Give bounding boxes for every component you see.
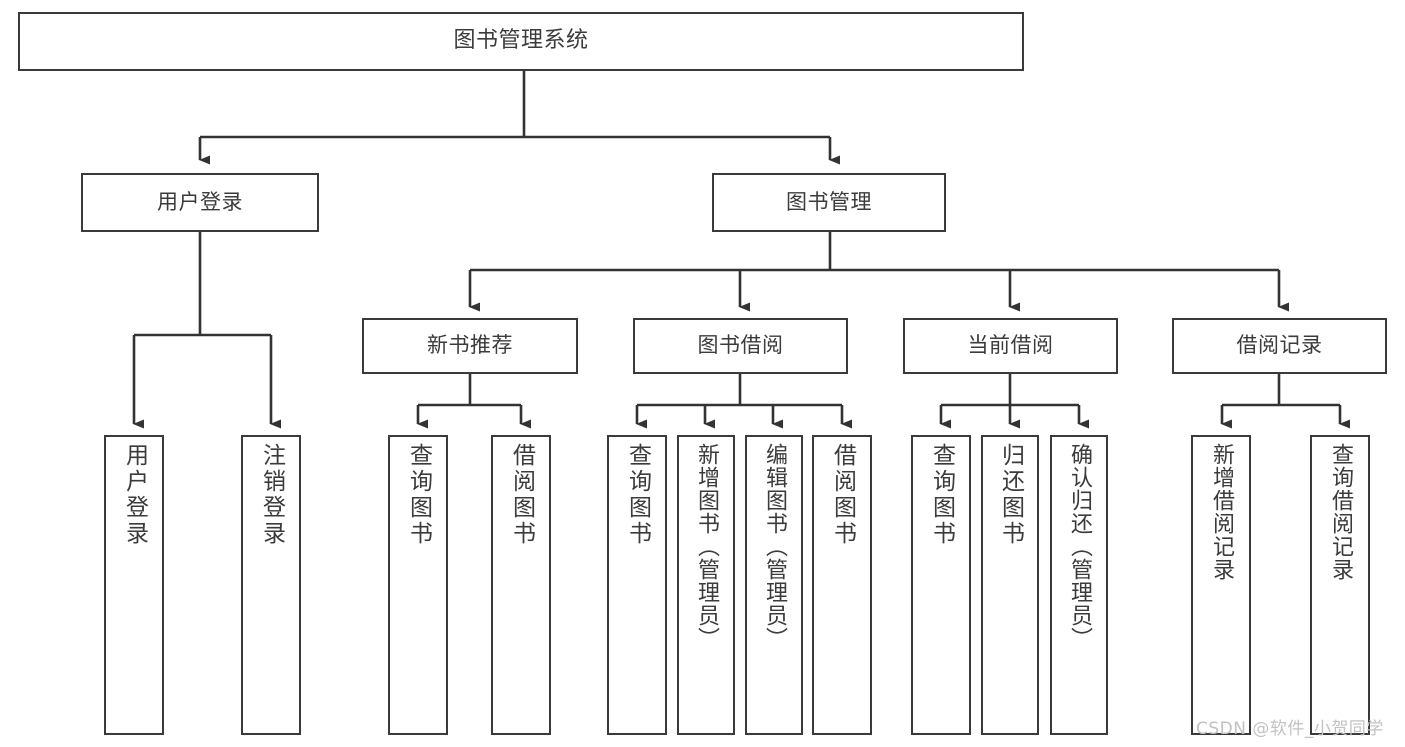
leaf-query-borrow-record[interactable]: 查询借阅记录 (1310, 435, 1370, 735)
node-root-system[interactable]: 图书管理系统 (18, 12, 1024, 71)
node-new-book-recommend[interactable]: 新书推荐 (362, 318, 578, 374)
leaf-query-book-current[interactable]: 查询图书 (911, 435, 971, 735)
node-label: 借阅图书 (508, 443, 535, 547)
leaf-return-book[interactable]: 归还图书 (981, 435, 1039, 735)
node-label: 确认归还（管理员） (1067, 443, 1092, 650)
node-borrow-record[interactable]: 借阅记录 (1172, 318, 1387, 374)
node-label: 编辑图书（管理员） (762, 443, 787, 650)
node-current-borrow[interactable]: 当前借阅 (903, 318, 1118, 374)
node-label: 查询借阅记录 (1328, 443, 1353, 581)
node-label: 新书推荐 (427, 333, 513, 358)
node-label: 当前借阅 (967, 333, 1054, 358)
node-label: 归还图书 (997, 443, 1024, 547)
node-label: 查询图书 (624, 443, 651, 547)
node-label: 新增图书（管理员） (694, 443, 719, 650)
node-user-login[interactable]: 用户登录 (81, 173, 319, 232)
leaf-query-book-recommend[interactable]: 查询图书 (388, 435, 448, 735)
leaf-edit-book-admin[interactable]: 编辑图书（管理员） (745, 435, 803, 735)
node-label: 新增借阅记录 (1209, 443, 1234, 581)
leaf-add-borrow-record[interactable]: 新增借阅记录 (1191, 435, 1251, 735)
leaf-query-book-borrow[interactable]: 查询图书 (607, 435, 667, 735)
node-label: 用户登录 (121, 443, 148, 547)
node-book-management[interactable]: 图书管理 (712, 173, 946, 232)
node-label: 图书管理 (786, 189, 872, 214)
node-label: 用户登录 (157, 189, 243, 214)
leaf-logout[interactable]: 注销登录 (241, 435, 301, 735)
leaf-borrow-book-recommend[interactable]: 借阅图书 (491, 435, 551, 735)
csdn-watermark: CSDN @软件_小贺同学 (1196, 719, 1384, 739)
node-label: 查询图书 (405, 443, 432, 547)
node-label: 图书管理系统 (453, 28, 589, 54)
leaf-confirm-return-admin[interactable]: 确认归还（管理员） (1050, 435, 1108, 735)
node-label: 借阅图书 (829, 443, 856, 547)
node-label: 图书借阅 (697, 333, 784, 358)
node-book-borrow[interactable]: 图书借阅 (633, 318, 848, 374)
leaf-add-book-admin[interactable]: 新增图书（管理员） (677, 435, 735, 735)
node-label: 查询图书 (928, 443, 955, 547)
leaf-user-login[interactable]: 用户登录 (104, 435, 164, 735)
node-label: 借阅记录 (1236, 333, 1323, 358)
leaf-borrow-book[interactable]: 借阅图书 (812, 435, 872, 735)
node-label: 注销登录 (258, 443, 285, 547)
